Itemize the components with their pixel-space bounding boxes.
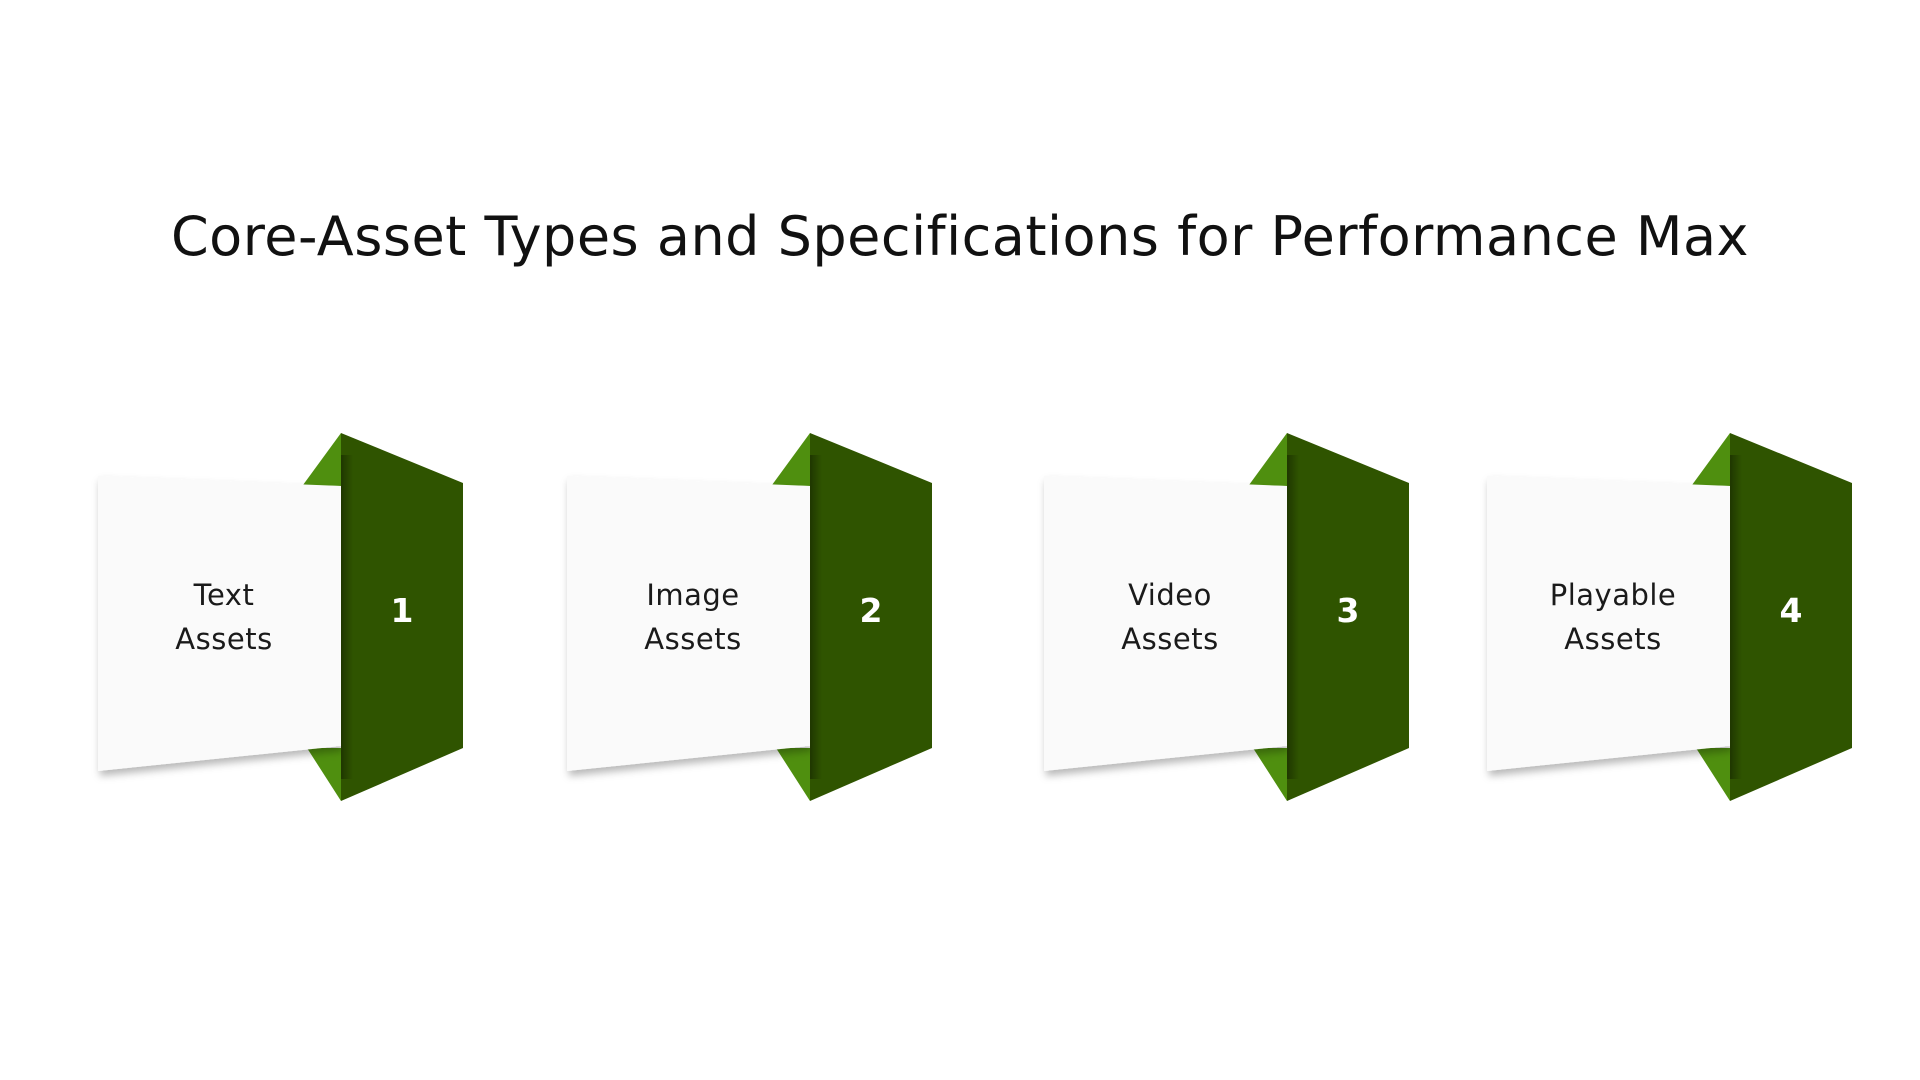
card-number: 1: [390, 591, 414, 630]
card-label: Playable Assets: [1549, 578, 1677, 656]
card-shape: [1044, 433, 1409, 801]
card-number: 4: [1779, 591, 1803, 630]
asset-card-3: Video Assets 3: [1044, 433, 1410, 801]
card-label: Video Assets: [1121, 578, 1219, 656]
card-shape: [98, 433, 463, 801]
asset-card-1: Text Assets 1: [98, 433, 464, 801]
card-shape: [567, 433, 932, 801]
card-number: 2: [859, 591, 883, 630]
card-shape: [1487, 433, 1852, 801]
asset-card-2: Image Assets 2: [567, 433, 933, 801]
card-number: 3: [1336, 591, 1360, 630]
card-label: Text Assets: [175, 578, 273, 656]
page-title: Core-Asset Types and Specifications for …: [170, 205, 1750, 268]
card-label: Image Assets: [644, 578, 742, 656]
asset-card-4: Playable Assets 4: [1487, 433, 1853, 801]
